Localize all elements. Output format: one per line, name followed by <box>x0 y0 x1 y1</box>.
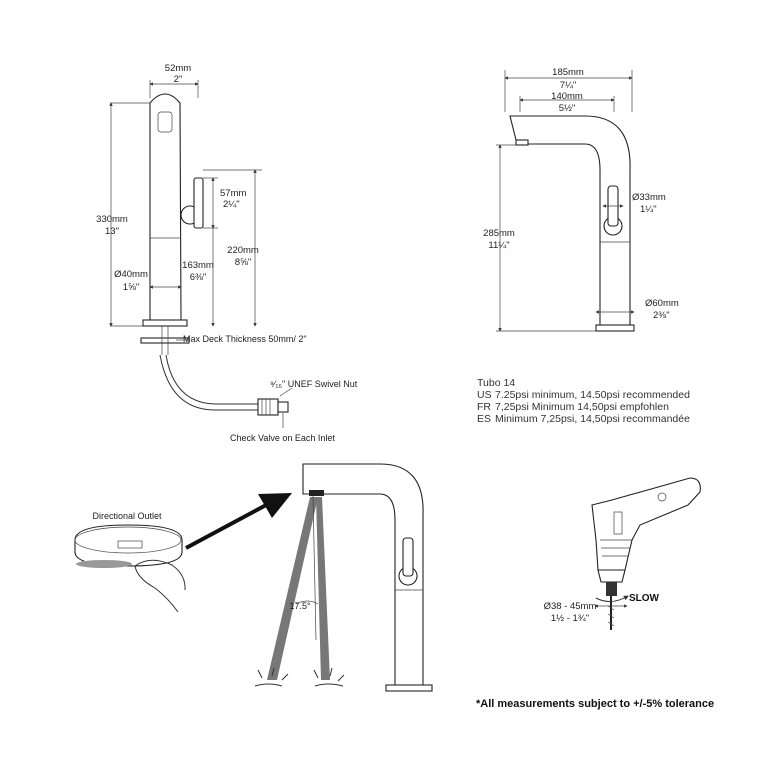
side-height-in: 11¼" <box>488 240 509 251</box>
drill-body <box>591 477 701 571</box>
side-handle-dia-in: 1¼" <box>640 204 657 215</box>
side-base-dia-in: 2⅜" <box>653 310 670 321</box>
drill-illustration: SLOW Ø38 - 45mm 1½ - 1¾" <box>544 477 701 630</box>
front-spout-height-mm: 220mm <box>227 245 259 256</box>
spec-text-es: Minimum 7,25psi, 14,50psi recommandée <box>495 413 690 425</box>
front-handle-lever <box>193 177 204 229</box>
directional-outlet-label: Directional Outlet <box>92 511 162 521</box>
direction-arrowhead <box>258 493 292 518</box>
front-faucet-body <box>149 93 182 321</box>
side-reach-mm: 185mm <box>552 67 584 78</box>
side-spout-outlet <box>515 139 529 146</box>
swivel-nut <box>257 398 279 416</box>
front-base-dia-in: 1⅝" <box>123 282 140 293</box>
front-handle-height-in: 6⅜" <box>190 272 207 283</box>
front-view: 52mm 2" 330mm 13" 57mm 2¼" 220mm 8⅝" 163… <box>96 63 358 443</box>
drill-hole-mm: Ø38 - 45mm <box>544 601 597 612</box>
front-base-dia-mm: Ø40mm <box>114 269 148 280</box>
spray-view: 17.5° <box>254 463 433 692</box>
deck-clamp <box>140 337 190 344</box>
spec-code-us: US <box>477 389 492 401</box>
front-base-plate <box>142 319 188 327</box>
drill-chuck-jaw <box>606 582 617 596</box>
side-base-plate <box>595 324 635 332</box>
spray-outlet <box>309 490 324 496</box>
sensor-window <box>157 111 173 133</box>
front-handle-height-mm: 163mm <box>182 260 214 271</box>
spray-base-plate <box>385 684 433 692</box>
swivel-nut-note: ⁹⁄₁₆" UNEF Swivel Nut <box>270 379 358 389</box>
drill-speed-label: SLOW <box>629 593 660 604</box>
check-valve-note: Check Valve on Each Inlet <box>230 433 335 443</box>
side-spout-reach-mm: 140mm <box>551 91 583 102</box>
front-handle-in: 2¼" <box>223 199 240 210</box>
pressure-specs: Tubo 14 US 7.25psi minimum, 14.50psi rec… <box>477 377 690 425</box>
front-handle-mm: 57mm <box>220 188 246 199</box>
spec-text-us: 7.25psi minimum, 14.50psi recommended <box>495 389 690 401</box>
front-spout-height-in: 8⅝" <box>235 257 252 268</box>
front-height-in: 13" <box>105 226 119 237</box>
drill-chuck <box>597 569 626 583</box>
water-stream-right <box>316 497 330 680</box>
front-height-mm: 330mm <box>96 214 128 225</box>
spec-code-fr: FR <box>477 401 491 413</box>
check-valve <box>277 401 289 413</box>
deck-thickness-note: Max Deck Thickness 50mm/ 2" <box>183 334 307 344</box>
drill-hole-in: 1½ - 1¾" <box>551 613 589 624</box>
spec-text-fr: 7,25psi Minimum 14,50psi empfohlen <box>495 401 669 413</box>
front-width-mm: 52mm <box>165 63 191 74</box>
side-height-mm: 285mm <box>483 228 515 239</box>
spec-code-es: ES <box>477 413 491 425</box>
direction-arrow <box>185 502 269 550</box>
side-handle-dia-mm: Ø33mm <box>632 192 666 203</box>
finger <box>134 559 186 613</box>
front-width-in: 2" <box>174 74 183 85</box>
side-spout-reach-in: 5½" <box>559 103 576 114</box>
side-reach-in: 7¼" <box>560 80 577 91</box>
supply-hose <box>159 354 258 411</box>
side-view: 185mm 7¼" 140mm 5½" 285mm 11¼" Ø33mm 1¼"… <box>483 67 679 332</box>
water-stream-left <box>267 497 318 680</box>
model-name: Tubo 14 <box>477 377 515 389</box>
directional-outlet-detail: Directional Outlet <box>74 493 292 613</box>
spray-angle-label: 17.5° <box>289 601 311 611</box>
outlet-aerator <box>76 560 132 568</box>
spray-handle-lever <box>402 537 414 577</box>
tolerance-footnote: *All measurements subject to +/-5% toler… <box>476 698 714 710</box>
side-base-dia-mm: Ø60mm <box>645 298 679 309</box>
